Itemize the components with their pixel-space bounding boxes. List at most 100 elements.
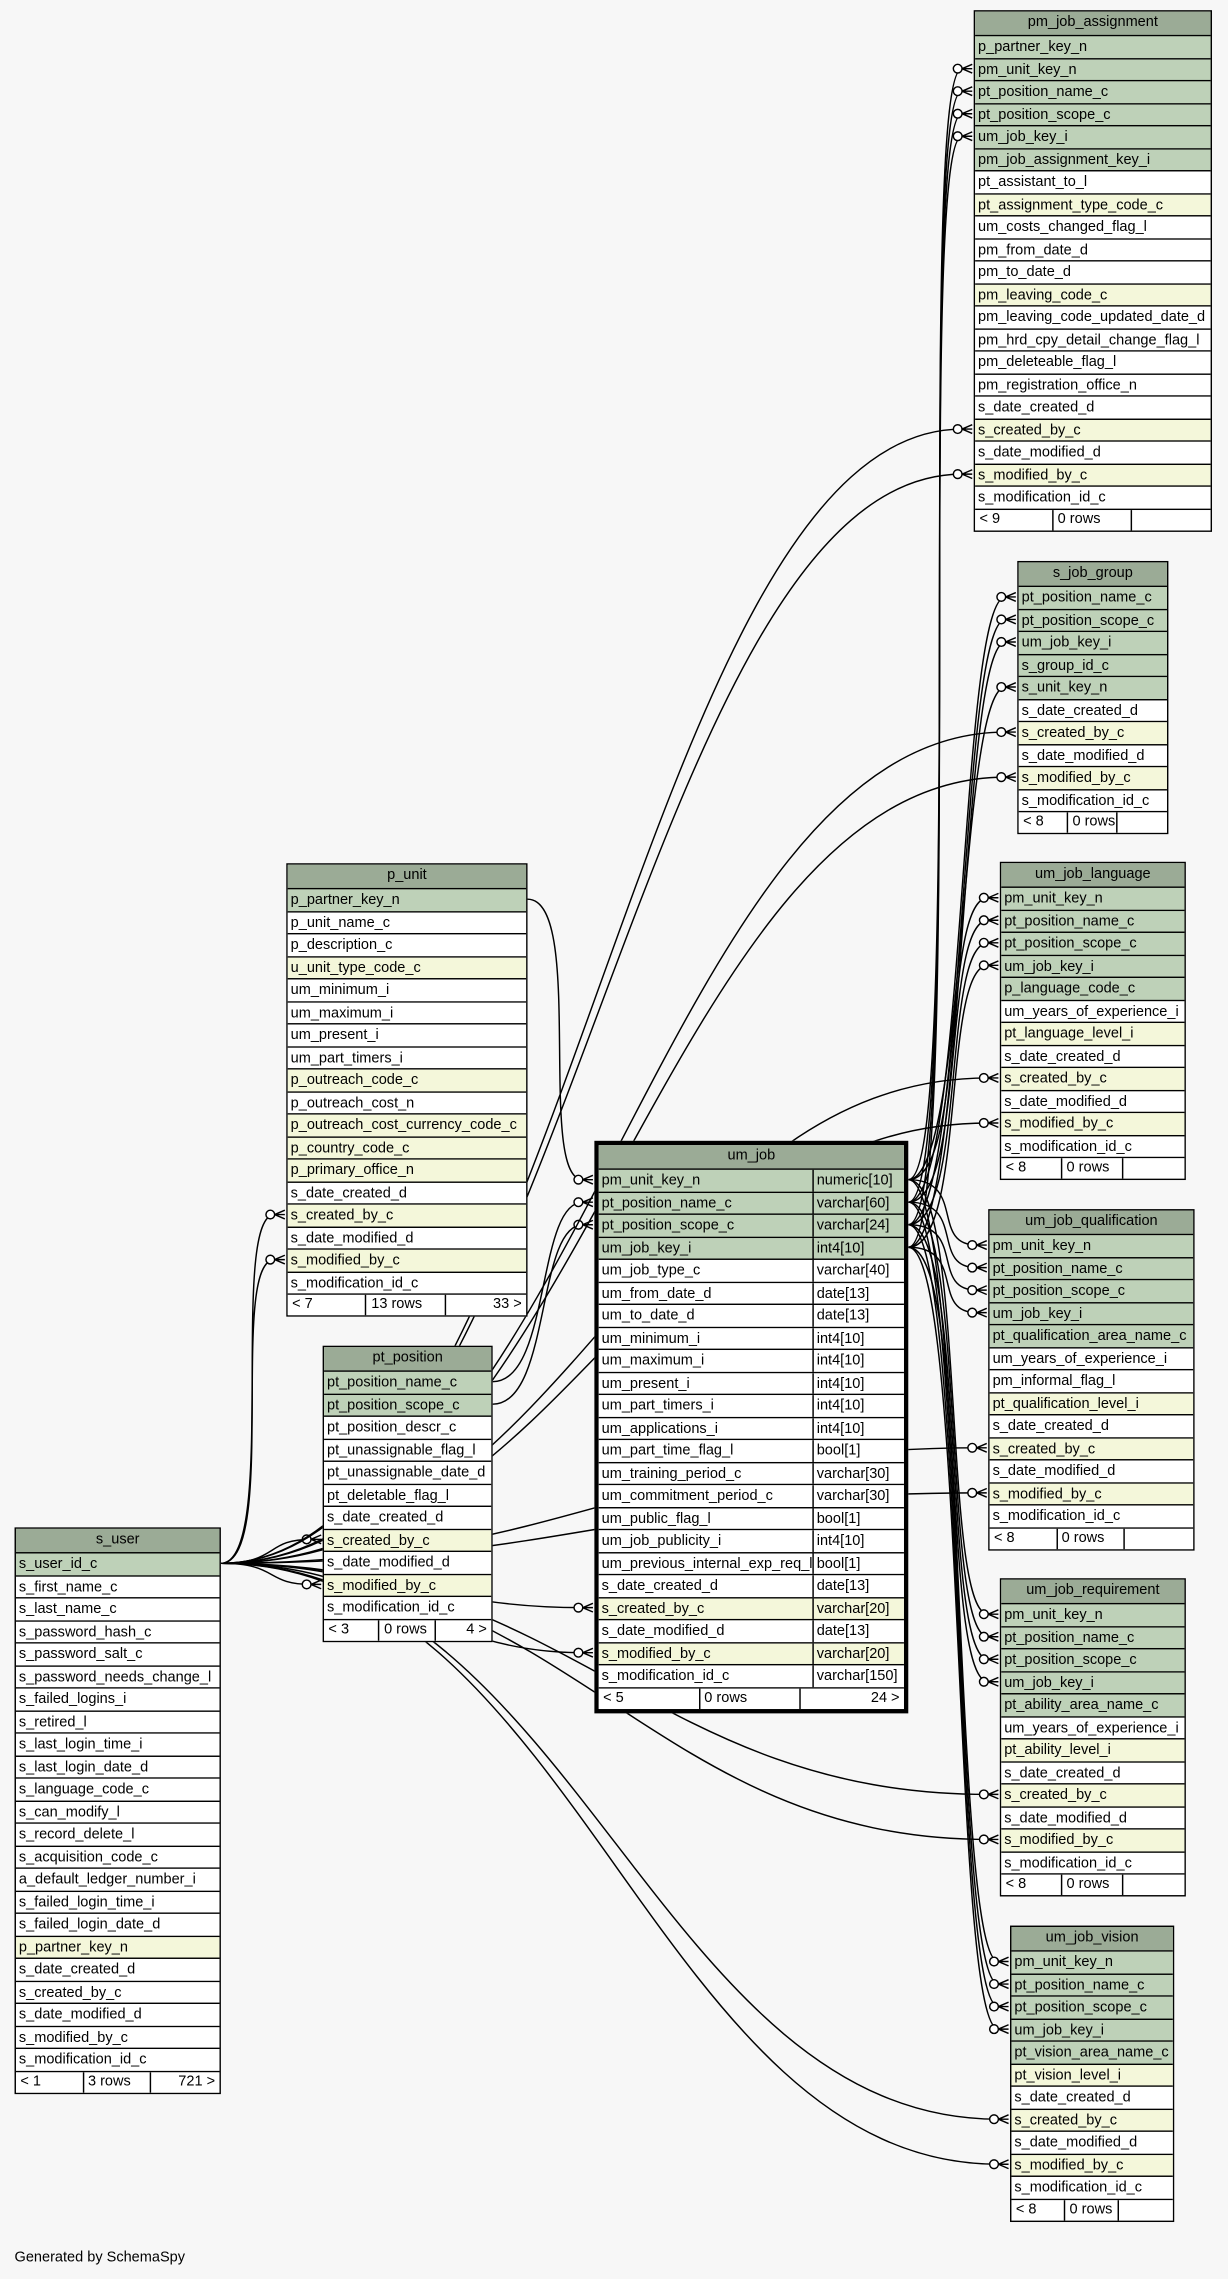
- table-column[interactable]: s_modification_id_c: [15, 2049, 220, 2072]
- table-column[interactable]: pm_informal_flag_l: [989, 1370, 1194, 1393]
- parents-count[interactable]: < 8: [1001, 1874, 1063, 1896]
- table-column[interactable]: s_date_created_d: [1011, 2086, 1173, 2110]
- primary-key-column[interactable]: um_job_key_i: [989, 1302, 1194, 1326]
- table-column[interactable]: s_modification_id_c: [975, 486, 1211, 510]
- table-column[interactable]: pm_hrd_cpy_detail_change_flag_l: [975, 329, 1211, 352]
- foreign-key-column[interactable]: pt_vision_level_i: [1011, 2064, 1173, 2087]
- table-column[interactable]: s_date_modified_d: [15, 2004, 220, 2027]
- table-column[interactable]: s_modification_id_c: [1001, 1852, 1185, 1875]
- parents-count[interactable]: < 3: [324, 1619, 380, 1640]
- table-column[interactable]: s_modification_id_c: [1011, 2176, 1173, 2200]
- table-title[interactable]: pm_job_assignment: [975, 11, 1211, 37]
- table-column[interactable]: s_password_hash_c: [15, 1621, 220, 1644]
- primary-key-column[interactable]: p_language_code_c: [1001, 978, 1185, 1001]
- table-column[interactable]: um_part_timers_i: [287, 1047, 527, 1070]
- table-column[interactable]: um_maximum_i: [287, 1002, 527, 1025]
- table-column[interactable]: s_last_name_c: [15, 1598, 220, 1622]
- parents-count[interactable]: < 8: [990, 1528, 1058, 1549]
- table-column[interactable]: s_modification_id_c: [324, 1597, 492, 1620]
- primary-key-column[interactable]: p_partner_key_n: [975, 36, 1211, 59]
- primary-key-column[interactable]: pt_vision_area_name_c: [1011, 2041, 1173, 2065]
- primary-key-column[interactable]: s_user_id_c: [15, 1553, 220, 1577]
- children-count[interactable]: [1123, 1158, 1184, 1178]
- row-count[interactable]: 0 rows: [700, 1687, 802, 1709]
- table-column[interactable]: pt_position_descr_c: [324, 1416, 492, 1440]
- primary-key-column[interactable]: pm_unit_key_n: [1001, 1604, 1185, 1627]
- table-column[interactable]: s_date_created_d: [975, 396, 1211, 420]
- primary-key-column[interactable]: pm_unit_key_n: [1001, 887, 1185, 911]
- primary-key-column[interactable]: um_job_key_i: [1011, 2019, 1173, 2042]
- table-column[interactable]: p_outreach_cost_n: [287, 1092, 527, 1115]
- primary-key-column[interactable]: pt_position_scope_c: [324, 1394, 492, 1417]
- primary-key-column[interactable]: pt_position_name_c: [1001, 910, 1185, 933]
- table-column[interactable]: s_date_modified_d: [1001, 1090, 1185, 1114]
- primary-key-column[interactable]: um_job_key_i: [975, 126, 1211, 149]
- table-column[interactable]: s_date_modified_d: [975, 441, 1211, 465]
- parents-count[interactable]: < 8: [1001, 1158, 1063, 1179]
- table-column[interactable]: s_password_salt_c: [15, 1643, 220, 1667]
- foreign-key-column[interactable]: s_modified_by_c: [1001, 1113, 1185, 1136]
- table-title[interactable]: um_job_requirement: [1001, 1579, 1185, 1605]
- parents-count[interactable]: < 5: [599, 1687, 700, 1709]
- primary-key-column[interactable]: pt_position_name_c: [1001, 1626, 1185, 1650]
- table-column[interactable]: s_date_created_d: [989, 1415, 1194, 1438]
- parents-count[interactable]: < 9: [975, 509, 1054, 530]
- table-column[interactable]: s_failed_login_date_d: [15, 1913, 220, 1937]
- children-count[interactable]: [1131, 509, 1210, 529]
- table-column[interactable]: s_failed_login_time_i: [15, 1891, 220, 1914]
- table-column[interactable]: s_date_modified_d: [1018, 744, 1167, 768]
- primary-key-column[interactable]: pm_unit_key_n: [975, 58, 1211, 82]
- foreign-key-column[interactable]: s_created_by_c: [1001, 1784, 1185, 1808]
- table-column[interactable]: pm_to_date_d: [975, 261, 1211, 285]
- table-title[interactable]: p_unit: [287, 864, 527, 890]
- primary-key-column[interactable]: pt_position_name_c: [989, 1257, 1194, 1281]
- foreign-key-column[interactable]: u_unit_type_code_c: [287, 956, 527, 980]
- table-column[interactable]: s_date_created_d: [287, 1182, 527, 1205]
- table-column[interactable]: um_costs_changed_flag_l: [975, 216, 1211, 240]
- table-title[interactable]: s_user: [15, 1528, 220, 1554]
- foreign-key-column[interactable]: pt_ability_level_i: [1001, 1739, 1185, 1763]
- primary-key-column[interactable]: pt_position_scope_c: [1001, 1649, 1185, 1672]
- foreign-key-column[interactable]: p_country_code_c: [287, 1137, 527, 1160]
- foreign-key-column[interactable]: s_modified_by_c: [324, 1574, 492, 1598]
- primary-key-column[interactable]: pt_qualification_area_name_c: [989, 1325, 1194, 1348]
- primary-key-column[interactable]: pt_position_name_c: [1011, 1974, 1173, 1997]
- foreign-key-column[interactable]: p_partner_key_n: [15, 1936, 220, 1959]
- table-column[interactable]: um_years_of_experience_i: [1001, 1000, 1185, 1024]
- table-column[interactable]: s_retired_l: [15, 1711, 220, 1734]
- table-column[interactable]: s_date_modified_d: [1001, 1807, 1185, 1830]
- foreign-key-column[interactable]: s_created_by_c: [1001, 1068, 1185, 1091]
- foreign-key-column[interactable]: s_modified_by_c: [989, 1483, 1194, 1506]
- foreign-key-column[interactable]: s_created_by_c: [975, 419, 1211, 442]
- table-column[interactable]: s_modification_id_c: [287, 1272, 527, 1295]
- foreign-key-column[interactable]: s_modified_by_c: [1018, 767, 1167, 790]
- table-column[interactable]: s_modification_id_c: [989, 1505, 1194, 1529]
- children-count[interactable]: [1125, 1528, 1193, 1548]
- table-column[interactable]: s_modification_id_c: [1001, 1135, 1185, 1159]
- table-column[interactable]: pm_from_date_d: [975, 239, 1211, 262]
- parents-count[interactable]: < 1: [16, 2071, 84, 2092]
- table-column[interactable]: s_password_needs_change_l: [15, 1666, 220, 1689]
- primary-key-column[interactable]: pm_unit_key_n: [1011, 1951, 1173, 1975]
- primary-key-column[interactable]: pt_position_scope_c: [1018, 609, 1167, 633]
- table-column[interactable]: s_failed_logins_i: [15, 1688, 220, 1712]
- foreign-key-column[interactable]: p_primary_office_n: [287, 1159, 527, 1183]
- table-column[interactable]: pm_deleteable_flag_l: [975, 351, 1211, 375]
